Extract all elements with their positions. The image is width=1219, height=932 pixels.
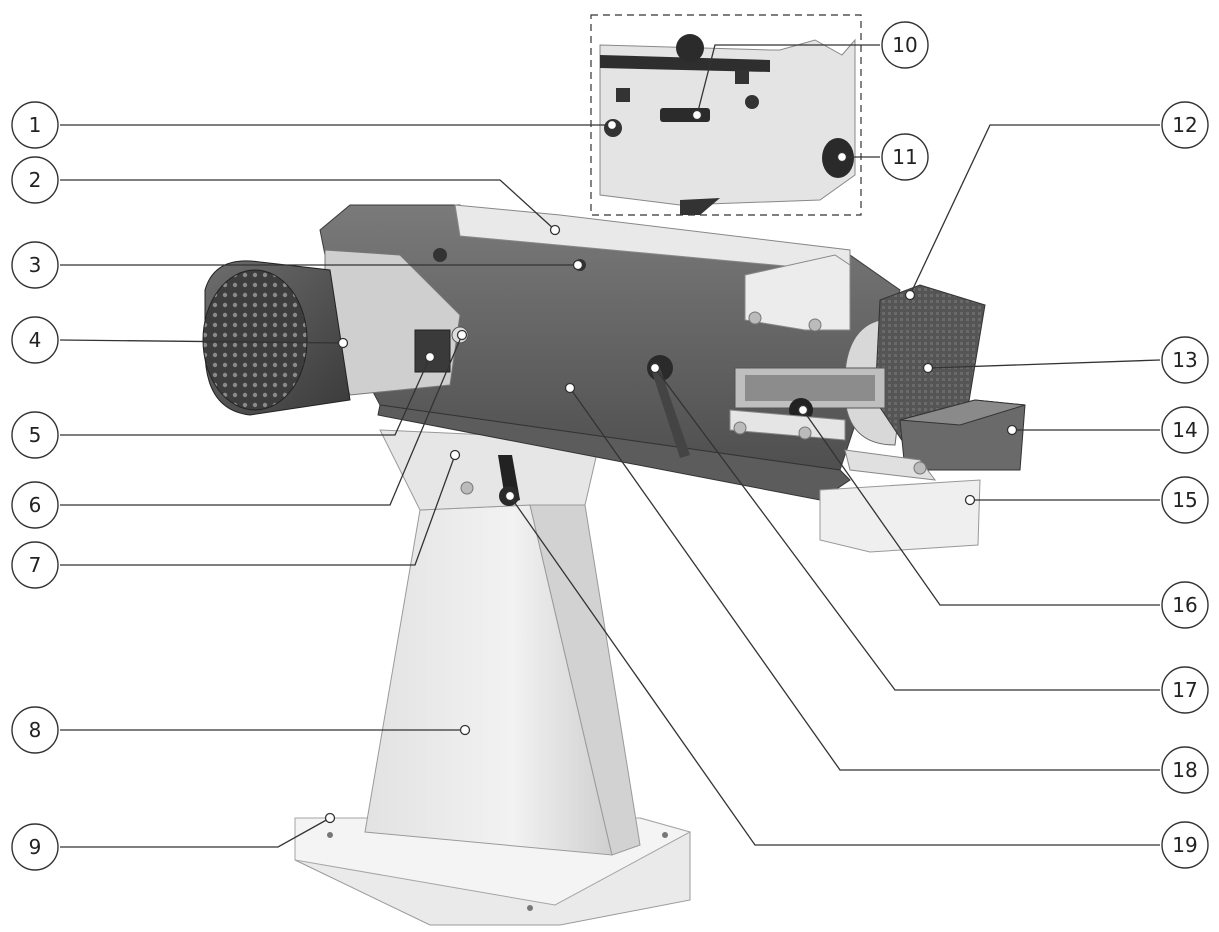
- callout-number: 18: [1172, 758, 1197, 782]
- callout-target-dot: [456, 329, 468, 341]
- callout-target-dot: [449, 449, 461, 461]
- callout-circle: [11, 156, 59, 204]
- callout-target-dot: [459, 724, 471, 736]
- callout-target-dot: [549, 224, 561, 236]
- callout-target-dot: [904, 289, 916, 301]
- callout-circle: [11, 541, 59, 589]
- dust-chute: [819, 479, 981, 553]
- callout-11: 11: [836, 133, 929, 181]
- callout-target-dot: [1006, 424, 1018, 436]
- callout-circle: [11, 823, 59, 871]
- callout-number: 13: [1172, 348, 1197, 372]
- callout-12: 12: [904, 101, 1209, 301]
- callout-leader-line: [654, 367, 1160, 691]
- callout-number: 3: [29, 253, 42, 277]
- top-cover: [454, 204, 851, 273]
- callout-target-dot: [606, 119, 618, 131]
- callout-circle: [11, 411, 59, 459]
- callout-leader-line: [802, 409, 1160, 606]
- callout-leader-line: [569, 387, 1160, 771]
- callout-circle: [11, 706, 59, 754]
- callout-17: 17: [649, 362, 1209, 714]
- callout-number: 12: [1172, 113, 1197, 137]
- callout-target-dot: [324, 812, 336, 824]
- callout-leader-line: [909, 124, 1160, 296]
- callout-target-dot: [504, 490, 516, 502]
- callout-15: 15: [964, 476, 1209, 524]
- callout-circle: [1161, 101, 1209, 149]
- callout-leader-line: [60, 356, 431, 436]
- callout-target-dot: [649, 362, 661, 374]
- callout-16: 16: [797, 404, 1209, 629]
- machine-illustration: [202, 204, 1026, 926]
- callout-number: 8: [29, 718, 42, 742]
- callout-target-dot: [836, 151, 848, 163]
- callout-circle: [1161, 581, 1209, 629]
- callout-circle: [1161, 476, 1209, 524]
- callout-number: 16: [1172, 593, 1197, 617]
- callout-10: 10: [691, 21, 929, 121]
- callout-circle: [1161, 666, 1209, 714]
- callout-number: 19: [1172, 833, 1197, 857]
- callout-number: 4: [29, 328, 42, 352]
- callout-circle: [11, 481, 59, 529]
- callout-circle: [11, 316, 59, 364]
- callout-circle: [11, 241, 59, 289]
- callout-target-dot: [564, 382, 576, 394]
- callout-circle: [1161, 336, 1209, 384]
- callout-13: 13: [922, 336, 1209, 384]
- callout-9: 9: [11, 812, 336, 871]
- callout-number: 9: [29, 835, 42, 859]
- callout-leader-line: [59, 339, 344, 344]
- callout-leader-line: [696, 44, 880, 116]
- callout-target-dot: [424, 351, 436, 363]
- callout-target-dot: [691, 109, 703, 121]
- callout-number: 10: [892, 33, 917, 57]
- callout-number: 11: [892, 145, 917, 169]
- callout-target-dot: [922, 362, 934, 374]
- callout-6: 6: [11, 329, 468, 529]
- callout-5: 5: [11, 351, 436, 459]
- callout-leader-line: [509, 495, 1160, 846]
- callout-number: 15: [1172, 488, 1197, 512]
- callout-circle: [1161, 406, 1209, 454]
- callout-1: 1: [11, 101, 618, 149]
- callout-number: 2: [29, 168, 42, 192]
- callout-8: 8: [11, 706, 471, 754]
- callout-leader-line: [60, 179, 556, 231]
- callout-number: 5: [29, 423, 42, 447]
- callout-number: 1: [29, 113, 42, 137]
- callout-19: 19: [504, 490, 1209, 869]
- callout-2: 2: [11, 156, 561, 236]
- callout-circle: [1161, 746, 1209, 794]
- callout-number: 6: [29, 493, 42, 517]
- callout-leader-line: [60, 454, 456, 566]
- callout-4: 4: [11, 316, 349, 364]
- callout-7: 7: [11, 449, 461, 589]
- callout-circle: [881, 133, 929, 181]
- callout-target-dot: [337, 337, 349, 349]
- callout-target-dot: [572, 259, 584, 271]
- callout-number: 17: [1172, 678, 1197, 702]
- callout-number: 7: [29, 553, 42, 577]
- callout-target-dot: [964, 494, 976, 506]
- callout-14: 14: [1006, 406, 1209, 454]
- detail-inset: [590, 14, 862, 216]
- callout-3: 3: [11, 241, 584, 289]
- callout-target-dot: [797, 404, 809, 416]
- callout-circle: [1161, 821, 1209, 869]
- callout-18: 18: [564, 382, 1209, 794]
- callout-circle: [881, 21, 929, 69]
- callout-circle: [11, 101, 59, 149]
- callout-leader-line: [60, 817, 331, 848]
- callout-leader-line: [60, 334, 463, 506]
- callout-leader-line: [927, 359, 1161, 369]
- callout-number: 14: [1172, 418, 1197, 442]
